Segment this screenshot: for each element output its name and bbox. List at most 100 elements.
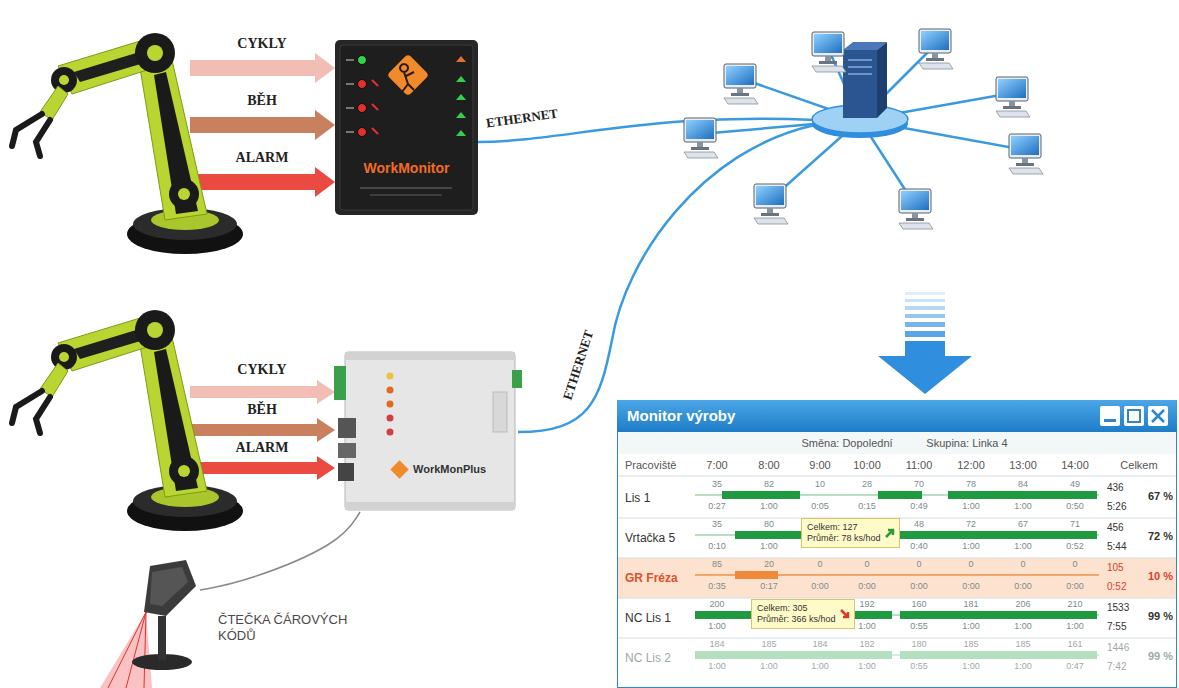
device-box: WorkMonitor [335,40,478,215]
timeline-bar [735,571,778,579]
app-window [618,401,1177,688]
timeline-bar [900,611,1097,619]
node-text: Celkem: 127 [807,522,881,533]
hour-count: 20 [764,559,774,569]
hour-count: 185 [1015,639,1030,649]
hour-count: 78 [966,479,976,489]
computer-icon [724,64,758,104]
ethernet-cable [478,119,815,432]
total-percent: 99 % [1148,610,1173,623]
hour-count: 0 [864,559,869,569]
total-count: 456 [1107,522,1124,533]
grid-line [618,598,1176,599]
column-header: 11:00 [906,459,933,472]
window-button [1124,406,1144,426]
total-percent: 67 % [1148,490,1173,503]
workmonplus-device [345,352,515,510]
signal-label: BĚH [247,93,277,109]
workmonitor-device [456,112,466,118]
column-header: 9:00 [809,459,830,472]
signal-arrow [190,456,335,480]
workmonitor-device [387,54,429,96]
flow-arrow [905,331,945,337]
hour-time: 1:00 [708,661,726,671]
hour-count: 82 [764,479,774,489]
hour-time: 1:00 [1066,621,1084,631]
hour-count: 160 [911,599,926,609]
hour-time: 1:00 [708,621,726,631]
workmonplus-device [387,415,394,422]
window-button [1100,406,1168,426]
total-count: 436 [1107,482,1124,493]
workmonplus-device [345,352,515,360]
shift-info: Směna: Dopolední [801,437,892,450]
timeline-bar [948,491,1097,499]
hour-count: 192 [859,599,874,609]
row-name: Lis 1 [625,491,650,505]
flow-arrow [878,356,972,394]
hour-count: 184 [709,639,724,649]
trend-icon [839,608,851,620]
signal-label: CYKLY [237,36,286,52]
barcode-reader [100,612,152,688]
workmonplus-device [334,352,522,510]
server-tower [848,73,872,75]
hour-time: 0:55 [910,661,928,671]
total-percent: 99 % [1148,650,1173,663]
workmonitor-device [456,76,466,82]
window-button [1152,410,1164,422]
node-text: Monitor výroby [617,400,1179,432]
hour-time: 1:00 [811,661,829,671]
column-header: 13:00 [1009,459,1037,472]
grid-line [618,476,1176,477]
node-text: ČTEČKA ČÁROVÝCH KÓDŮ [218,612,348,644]
workmonitor-device [335,40,478,215]
barcode-reader [144,560,196,616]
timeline-bar [878,491,922,499]
flow-arrow [905,322,945,327]
workmonplus-device [338,443,356,458]
hour-time: 0:27 [708,501,726,511]
hour-time: 0:49 [910,501,928,511]
total-percent: 10 % [1148,570,1173,583]
workmonitor-device [358,104,367,113]
hour-time: 0:15 [858,501,876,511]
grid-line [618,558,1176,559]
computer-icon [1009,134,1043,174]
hour-time: 1:00 [962,621,980,631]
hour-time: 0:00 [858,581,876,591]
hour-count: 206 [1015,599,1030,609]
hour-count: 84 [1018,479,1028,489]
signal-arrow [190,110,335,140]
total-time: 5:26 [1107,501,1126,512]
ethernet-cable [518,125,815,432]
total-time: 5:44 [1107,541,1126,552]
flow-arrow [878,292,972,394]
workmonitor-device [400,64,414,92]
workmonitor-device [456,94,466,100]
hour-count: 180 [911,639,926,649]
computer-icon [919,29,953,69]
hour-count: 35 [712,519,722,529]
app-window: Celkem: 127Průměr: 78 ks/hodCelkem: 305P… [617,400,1179,688]
grid-line [618,638,1176,639]
computer-icon [812,32,846,72]
workmonitor-device [346,131,354,133]
signal-arrow [190,167,335,197]
hour-count: 28 [862,479,872,489]
total-time: 7:42 [1107,661,1126,672]
node-text: Průměr: 366 ks/hod [757,614,836,625]
hour-time: 0:47 [1066,661,1084,671]
flow-arrow [905,314,945,318]
computer-icon [684,29,1043,229]
hour-time: 0:17 [760,581,778,591]
node-text: Průměr: 78 ks/hod [807,533,881,544]
column-header: 8:00 [758,459,779,472]
hour-time: 0:40 [910,541,928,551]
workmonitor-device [346,59,354,61]
hour-time: 1:00 [962,501,980,511]
hour-time: 1:00 [760,501,778,511]
server-tower [843,42,887,118]
barcode-reader [150,567,188,606]
workmonitor-device [456,130,466,136]
